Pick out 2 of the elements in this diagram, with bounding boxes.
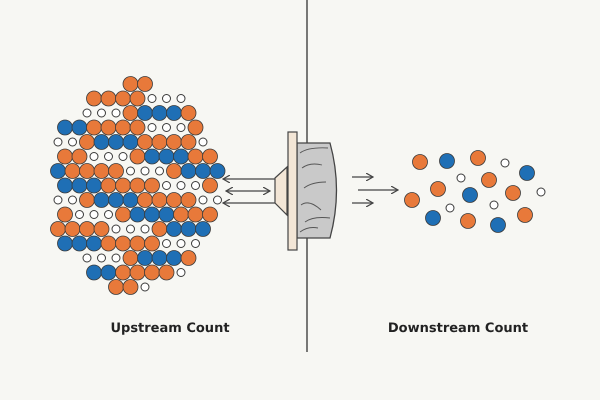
section-label: Upstream Count bbox=[110, 321, 230, 336]
section-label: Downstream Count bbox=[388, 321, 528, 336]
